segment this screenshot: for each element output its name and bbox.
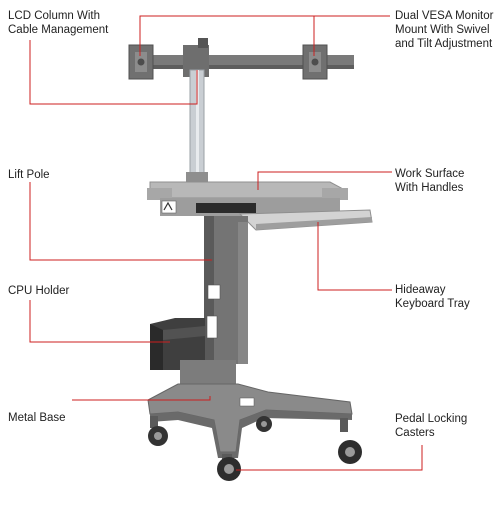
callout-line-lift-pole [29, 182, 212, 261]
dual-vesa-mount [128, 38, 354, 80]
work-surface [147, 181, 348, 216]
label-casters: Pedal Locking Casters [395, 412, 467, 440]
label-cpu-holder-line-1: CPU Holder [8, 285, 70, 297]
label-work-surface-line-2: With Handles [395, 182, 464, 194]
label-lcd-column: LCD Column With Cable Management [8, 9, 108, 37]
label-dual-vesa-line-1: Dual VESA Monitor [395, 10, 494, 22]
label-lcd-column-line-2: Cable Management [8, 24, 109, 36]
label-metal-base-line-1: Metal Base [8, 412, 66, 424]
keyboard-tray [238, 209, 373, 231]
callout-lines [29, 15, 423, 471]
metal-base [147, 360, 353, 458]
label-lift-pole: Lift Pole [8, 168, 50, 182]
label-keyboard-tray-line-2: Keyboard Tray [395, 298, 470, 310]
callout-line-metal-base [72, 396, 211, 401]
label-casters-line-1: Pedal Locking [395, 413, 468, 425]
lift-pole [204, 216, 248, 364]
callout-line-work-surface [257, 171, 392, 190]
caster-front-center [217, 454, 241, 481]
label-dual-vesa: Dual VESA Monitor Mount With Swivel and … [395, 9, 493, 51]
caster-front-right [338, 418, 362, 464]
label-work-surface-line-1: Work Surface [395, 168, 465, 180]
callout-line-dual-vesa [139, 15, 390, 56]
label-work-surface: Work Surface With Handles [395, 167, 464, 195]
label-dual-vesa-line-3: and Tilt Adjustment [395, 38, 493, 50]
callout-line-keyboard-tray [317, 222, 392, 291]
label-casters-line-2: Casters [395, 427, 435, 439]
label-keyboard-tray: Hideaway Keyboard Tray [395, 283, 470, 311]
label-lift-pole-line-1: Lift Pole [8, 169, 50, 181]
label-lcd-column-line-1: LCD Column With [8, 10, 101, 22]
callout-line-cpu-holder [29, 300, 170, 343]
label-dual-vesa-line-2: Mount With Swivel [395, 24, 490, 36]
caster-rear [256, 416, 272, 432]
cpu-holder [150, 318, 205, 370]
caster-front-left [148, 416, 168, 446]
callout-line-casters [236, 445, 423, 471]
label-cpu-holder: CPU Holder [8, 284, 69, 298]
label-keyboard-tray-line-1: Hideaway [395, 284, 446, 296]
casters [148, 416, 362, 481]
callout-line-lcd-column [29, 40, 198, 105]
label-metal-base: Metal Base [8, 411, 66, 425]
